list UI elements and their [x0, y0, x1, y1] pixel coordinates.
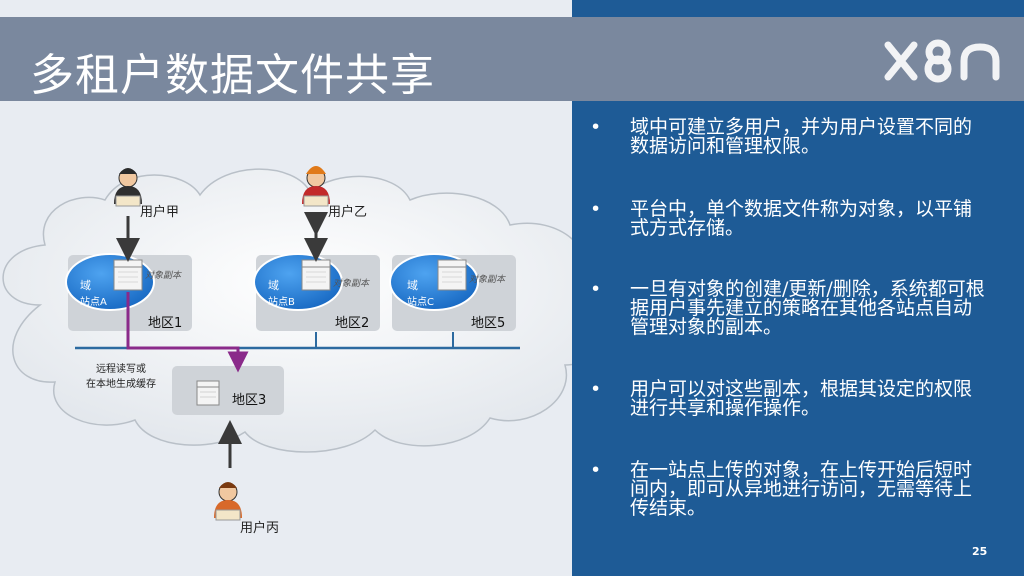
bullet-item: •在一站点上传的对象，在上传开始后短时间内，即可从异地进行访问，无需等待上传结束… — [590, 459, 973, 519]
user-label: 用户乙 — [328, 205, 368, 220]
site-label: 站点B — [268, 297, 295, 308]
replica-label: 对象副本 — [333, 279, 370, 289]
company-logo — [884, 39, 1000, 83]
bullet-item: •平台中，单个数据文件称为对象，以平铺式方式存储。 — [590, 198, 973, 239]
remote-access-arrow — [126, 292, 249, 373]
site-label: 站点C — [407, 297, 434, 308]
page-title: 多租户数据文件共享 — [30, 50, 435, 101]
object-icon — [113, 259, 467, 406]
region-box — [172, 366, 284, 415]
bullet-item: •域中可建立多用户，并为用户设置不同的数据访问和管理权限。 — [590, 116, 973, 157]
user-avatar — [214, 482, 242, 521]
site-label: 站点A — [80, 297, 107, 308]
replica-label: 对象副本 — [469, 275, 506, 285]
domain-label: 域 — [407, 279, 418, 292]
user-label: 用户丙 — [240, 521, 280, 536]
replica-label: 对象副本 — [145, 271, 182, 281]
diagram-graphics — [2, 166, 572, 521]
user-avatar — [114, 168, 142, 207]
remote-note: 远程读写或 — [96, 364, 146, 375]
region-label: 地区5 — [471, 316, 506, 331]
user-label: 用户甲 — [140, 205, 180, 220]
domain-label: 域 — [268, 279, 279, 292]
region-label: 地区1 — [148, 316, 183, 331]
bullet-item: •用户可以对这些副本，根据其设定的权限进行共享和操作操作。 — [590, 378, 973, 419]
region-label: 地区3 — [232, 393, 267, 408]
page-number: 25 — [972, 545, 988, 558]
sharing-diagram: 用户甲 用户乙 用户丙 域 站点A 域 站点B 域 站点C 对象副本 对象副本 … — [0, 100, 572, 576]
bullet-list: •域中可建立多用户，并为用户设置不同的数据访问和管理权限。 •平台中，单个数据文… — [590, 118, 985, 518]
bullet-item: •一旦有对象的创建/更新/删除，系统都可根据用户事先建立的策略在其他各站点自动管… — [590, 278, 985, 338]
title-bar: 多租户数据文件共享 — [0, 17, 1024, 101]
remote-note: 在本地生成缓存 — [86, 379, 156, 390]
user-avatar — [302, 166, 330, 207]
domain-label: 域 — [80, 279, 91, 292]
region-label: 地区2 — [335, 316, 370, 331]
